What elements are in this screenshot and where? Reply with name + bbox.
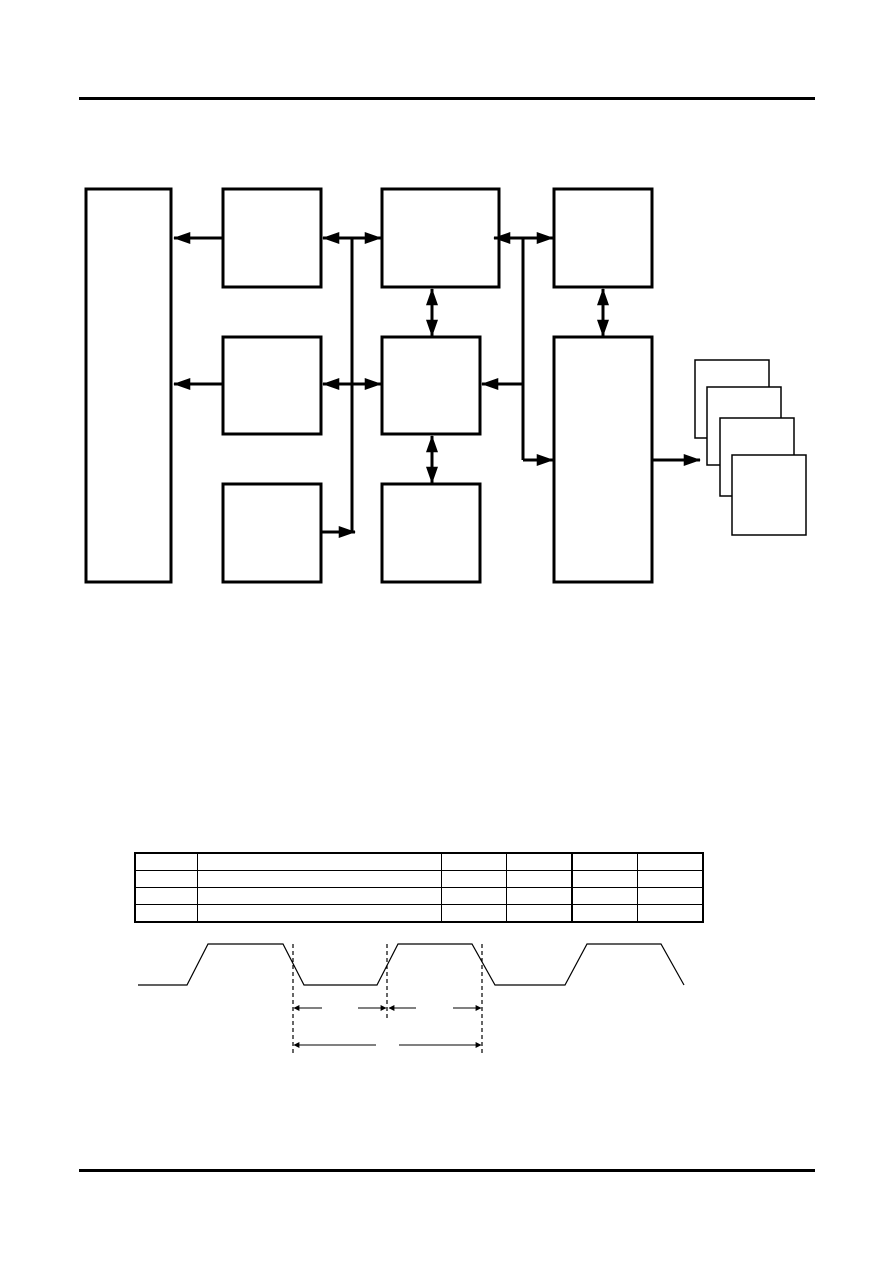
block-b3 bbox=[380, 482, 482, 584]
block-b2 bbox=[380, 335, 482, 436]
table-cell bbox=[196, 887, 442, 905]
table-row bbox=[134, 904, 704, 923]
header-rule bbox=[79, 97, 815, 100]
block-c2 bbox=[552, 335, 654, 584]
table-cell bbox=[636, 887, 704, 905]
table-cell bbox=[636, 870, 704, 888]
table-cell bbox=[571, 870, 638, 888]
timing-waveform bbox=[138, 943, 685, 986]
table-cell bbox=[134, 852, 198, 871]
table-cell bbox=[440, 904, 507, 923]
block-a2 bbox=[221, 335, 323, 436]
stack-4 bbox=[731, 454, 807, 536]
table-row bbox=[134, 852, 704, 871]
block-a1 bbox=[221, 187, 323, 289]
table-cell bbox=[134, 870, 198, 888]
table-cell bbox=[505, 870, 573, 888]
table-cell bbox=[196, 870, 442, 888]
block-c1 bbox=[552, 187, 654, 289]
table-cell bbox=[505, 852, 573, 871]
table-cell bbox=[440, 852, 507, 871]
table-cell bbox=[196, 904, 442, 923]
table-cell bbox=[440, 870, 507, 888]
table-cell bbox=[571, 852, 638, 871]
table-cell bbox=[636, 904, 704, 923]
block-tall-left bbox=[84, 187, 173, 584]
footer-rule bbox=[79, 1169, 815, 1172]
table-cell bbox=[571, 904, 638, 923]
table-row bbox=[134, 870, 704, 888]
table-cell bbox=[196, 852, 442, 871]
table-cell bbox=[636, 852, 704, 871]
table-cell bbox=[440, 887, 507, 905]
table-cell bbox=[134, 887, 198, 905]
table-row bbox=[134, 887, 704, 905]
table-cell bbox=[134, 904, 198, 923]
block-b1 bbox=[380, 187, 501, 289]
block-a3 bbox=[221, 482, 323, 584]
table-cell bbox=[505, 904, 573, 923]
table-cell bbox=[571, 887, 638, 905]
timing-table bbox=[134, 852, 704, 923]
table-cell bbox=[505, 887, 573, 905]
